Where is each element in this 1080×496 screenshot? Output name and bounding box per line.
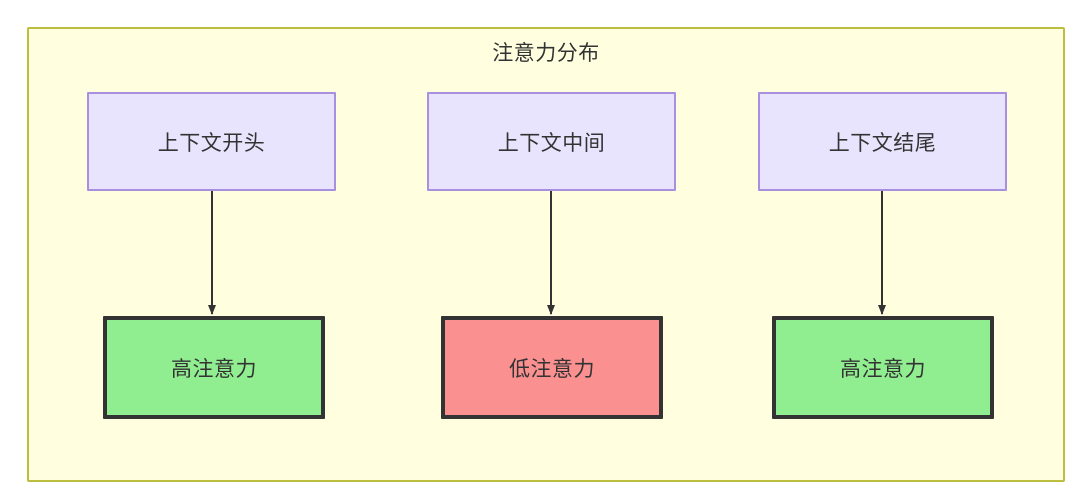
- node-label: 高注意力: [840, 356, 926, 381]
- node-high-attention-start[interactable]: 高注意力: [103, 316, 325, 419]
- node-label: 上下文中间: [497, 130, 606, 155]
- node-label: 高注意力: [171, 356, 257, 381]
- node-context-start[interactable]: 上下文开头: [87, 92, 336, 191]
- node-label: 上下文开头: [157, 130, 266, 155]
- node-label: 低注意力: [509, 356, 595, 381]
- node-low-attention-middle[interactable]: 低注意力: [441, 316, 663, 419]
- diagram-title: 注意力分布: [492, 41, 600, 65]
- node-label: 上下文结尾: [828, 130, 937, 155]
- node-context-end[interactable]: 上下文结尾: [758, 92, 1007, 191]
- node-context-middle[interactable]: 上下文中间: [427, 92, 676, 191]
- node-high-attention-end[interactable]: 高注意力: [772, 316, 994, 419]
